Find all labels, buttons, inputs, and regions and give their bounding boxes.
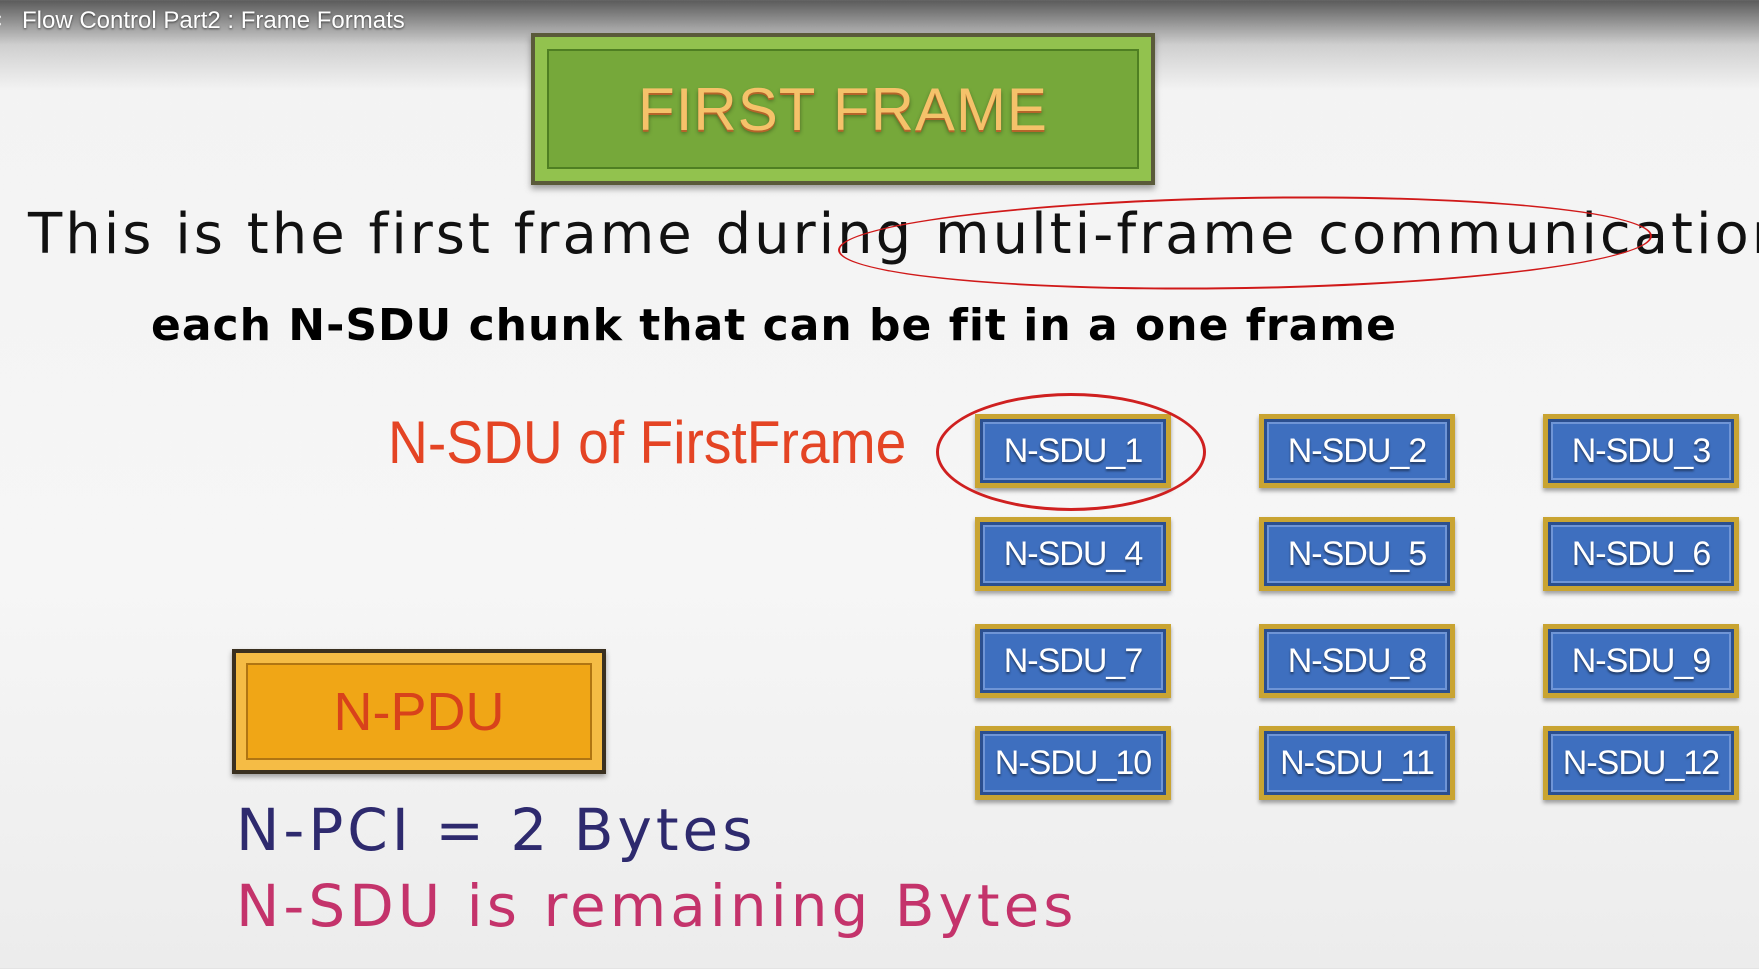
nsdu-chunk: N-SDU_11 xyxy=(1259,726,1455,800)
nsdu-chunk: N-SDU_4 xyxy=(975,517,1171,591)
nsdu-remaining-text: N-SDU is remaining Bytes xyxy=(236,872,1078,940)
nsdu-chunk-label: N-SDU_12 xyxy=(1562,743,1720,782)
video-title[interactable]: Flow Control Part2 : Frame Formats xyxy=(22,7,405,34)
nsdu-chunk-label: N-SDU_6 xyxy=(1571,534,1711,573)
npdu-label: N-PDU xyxy=(333,681,505,742)
slide-subtitle: each N-SDU chunk that can be fit in a on… xyxy=(151,300,1397,351)
first-frame-banner: FIRST FRAME xyxy=(531,33,1155,185)
nsdu-chunk-label: N-SDU_10 xyxy=(994,743,1152,782)
nsdu-chunk-label: N-SDU_7 xyxy=(1003,641,1143,680)
nsdu-chunk: N-SDU_12 xyxy=(1543,726,1739,800)
nsdu-chunk: N-SDU_10 xyxy=(975,726,1171,800)
nsdu-chunk-label: N-SDU_3 xyxy=(1571,431,1711,470)
nsdu-chunk: N-SDU_7 xyxy=(975,624,1171,698)
nsdu-chunk-label: N-SDU_11 xyxy=(1280,743,1435,782)
nsdu-chunk: N-SDU_5 xyxy=(1259,517,1455,591)
npdu-box: N-PDU xyxy=(232,649,606,774)
nsdu-chunk-label: N-SDU_9 xyxy=(1571,641,1711,680)
nsdu-chunk-label: N-SDU_5 xyxy=(1287,534,1427,573)
nsdu-chunk-label: N-SDU_8 xyxy=(1287,641,1427,680)
nsdu-chunk: N-SDU_6 xyxy=(1543,517,1739,591)
nsdu-chunk-label: N-SDU_4 xyxy=(1003,534,1143,573)
nsdu-chunk: N-SDU_2 xyxy=(1259,414,1455,488)
annotation-ellipse-chunk xyxy=(936,393,1206,511)
nsdu-chunk: N-SDU_3 xyxy=(1543,414,1739,488)
nsdu-chunk: N-SDU_9 xyxy=(1543,624,1739,698)
video-title-bar: ‹ Flow Control Part2 : Frame Formats xyxy=(0,0,1759,44)
back-arrow-icon[interactable]: ‹ xyxy=(0,10,8,32)
nsdu-chunk: N-SDU_8 xyxy=(1259,624,1455,698)
nsdu-chunk-label: N-SDU_2 xyxy=(1287,431,1427,470)
slide-heading: FIRST FRAME xyxy=(638,75,1048,143)
first-frame-nsdu-label: N-SDU of FirstFrame xyxy=(388,409,907,476)
slide-description: This is the first frame during multi-fra… xyxy=(28,202,1759,267)
npci-text: N-PCI = 2 Bytes xyxy=(236,796,757,864)
